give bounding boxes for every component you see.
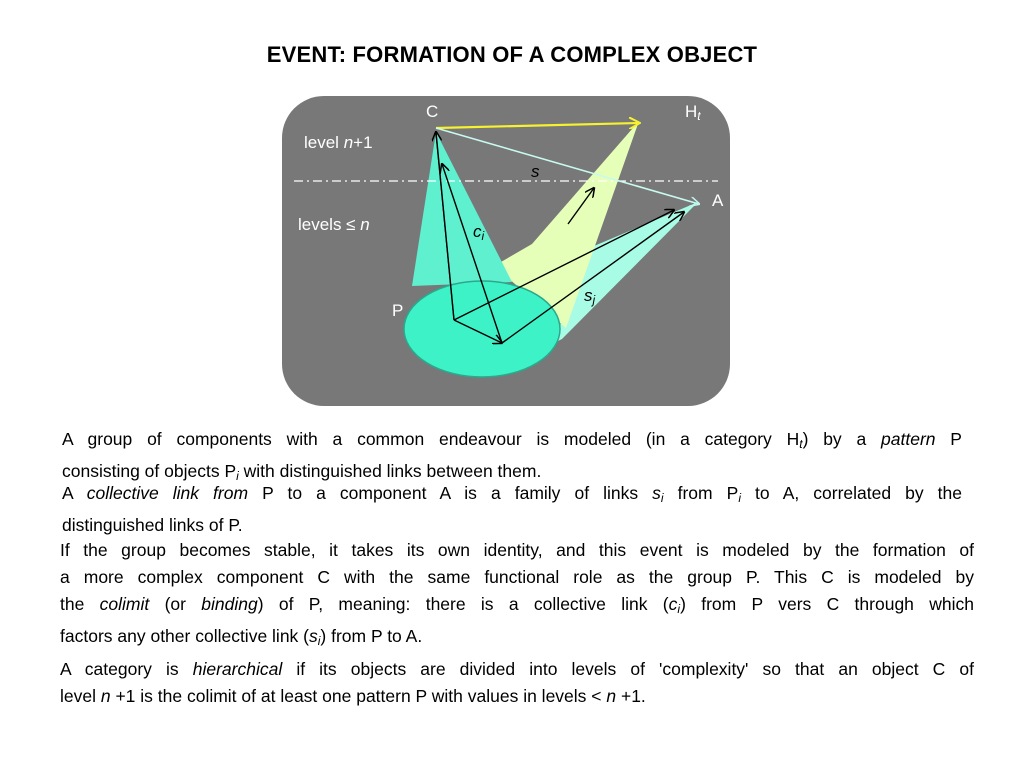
label-s: s [531, 162, 540, 181]
label-level-upper: level n+1 [304, 133, 373, 152]
label-c: C [426, 102, 439, 121]
paragraph-colimit-line-3: the colimit (or binding) of P, meaning: … [60, 594, 974, 616]
label-ht: Ht [685, 102, 701, 123]
paragraph-colimit-line-4: factors any other collective link (si) f… [60, 626, 423, 648]
label-p: P [392, 301, 404, 320]
paragraph-pattern-line-1: A group of components with a common ende… [62, 429, 962, 451]
cone-to-ht [494, 121, 639, 328]
label-sj: sj [584, 286, 596, 307]
arrow-c-to-a [435, 127, 699, 204]
paragraph-colimit-line-2: a more complex component C with the same… [60, 567, 974, 587]
paragraph-colimit-line-1: If the group becomes stable, it takes it… [60, 540, 974, 560]
paragraph-hierarchical-line-1: A category is hierarchical if its object… [60, 659, 975, 679]
paragraph-pattern: A group of components with a common ende… [62, 426, 962, 490]
arrow-sj-1 [453, 210, 674, 321]
arrow-factor [567, 188, 594, 225]
paragraph-hierarchical: A category is hierarchical if its object… [60, 656, 974, 710]
slide-title: EVENT: FORMATION OF A COMPLEX OBJECT [266, 42, 758, 67]
paragraph-colimit: If the group becomes stable, it takes it… [60, 537, 974, 655]
cone-to-a [552, 202, 698, 344]
diagram-canvas [282, 96, 730, 406]
label-a: A [712, 191, 724, 210]
paragraph-collective-link: A collective link from P to a component … [62, 480, 962, 539]
arrow-c-to-ht [435, 123, 639, 128]
paragraph-collective-line-2: distinguished links of P. [62, 515, 243, 535]
paragraph-collective-line-1: A collective link from P to a component … [62, 483, 962, 505]
cone-to-c [412, 132, 512, 286]
colimit-diagram: C Ht A P s ci sj level n+1 levels ≤ n [282, 96, 730, 406]
pattern-link-2 [453, 319, 502, 343]
arrow-ci-right [442, 164, 503, 344]
paragraph-hierarchical-line-2: level n +1 is the colimit of at least on… [60, 686, 646, 706]
pattern-p-ellipse [403, 280, 561, 378]
arrow-sj-2 [501, 212, 684, 344]
pattern-link-1 [435, 133, 455, 321]
paragraph-pattern-line-2: consisting of objects Pi with distinguis… [62, 461, 542, 483]
label-ci: ci [473, 222, 485, 243]
label-level-lower: levels ≤ n [298, 215, 370, 234]
